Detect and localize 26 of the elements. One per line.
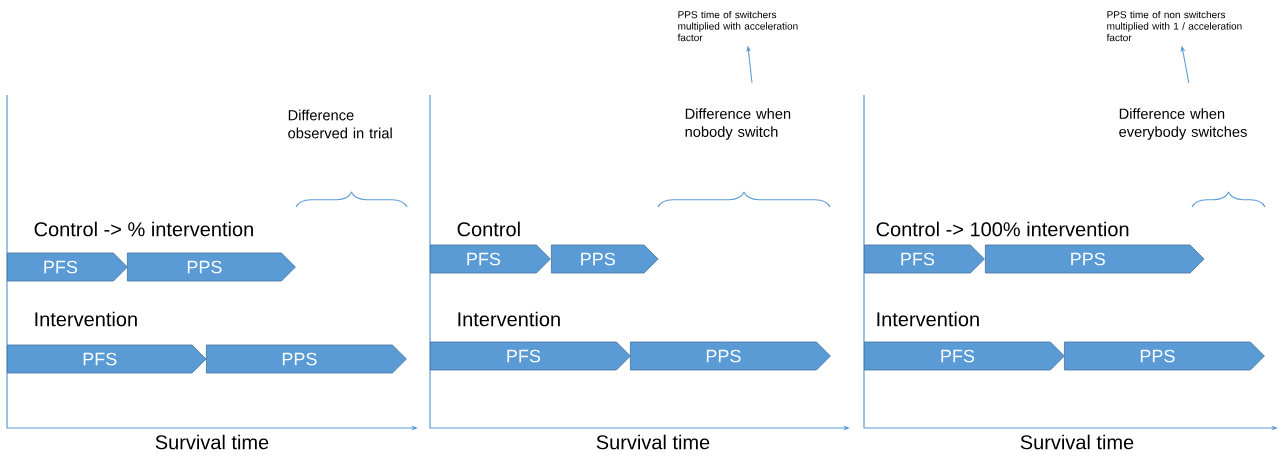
row-label: Intervention: [35, 311, 137, 327]
axis-label: Survival time: [155, 434, 269, 450]
axis-label: Survival time: [596, 434, 710, 450]
difference-label: Difference observed in trial: [288, 109, 392, 139]
row-label: Control -> 100% intervention: [876, 221, 1129, 237]
difference-label: Difference when nobody switch: [685, 108, 791, 140]
chevron-box: PPS: [1064, 341, 1265, 371]
axis-label: Survival time: [1020, 434, 1134, 450]
chevron-box: PPS: [127, 252, 296, 282]
difference-label: Difference when everybody switches: [1119, 108, 1247, 140]
chevron-box: PFS: [864, 341, 1065, 371]
row-label: Intervention: [877, 311, 979, 327]
chevron-box: PPS: [630, 341, 831, 371]
chevron-box: PPS: [985, 244, 1205, 274]
row-label: Intervention: [458, 311, 560, 327]
chevron-box: PFS: [864, 244, 985, 274]
chevron-box: PFS: [430, 244, 551, 274]
chevron-box: PFS: [7, 252, 128, 282]
chevron-box: PFS: [430, 341, 631, 371]
chevron-box: PFS: [7, 344, 207, 374]
row-label: Control -> % intervention: [34, 221, 253, 237]
note-text: PPS time of non switchers multiplied with 1 / acceleration factor: [1106, 10, 1242, 42]
chevron-box: PPS: [206, 344, 407, 374]
note-text: PPS time of switchers multiplied with acceleration factor: [677, 10, 798, 42]
row-label: Control: [457, 221, 520, 237]
chevron-box: PPS: [551, 244, 659, 274]
